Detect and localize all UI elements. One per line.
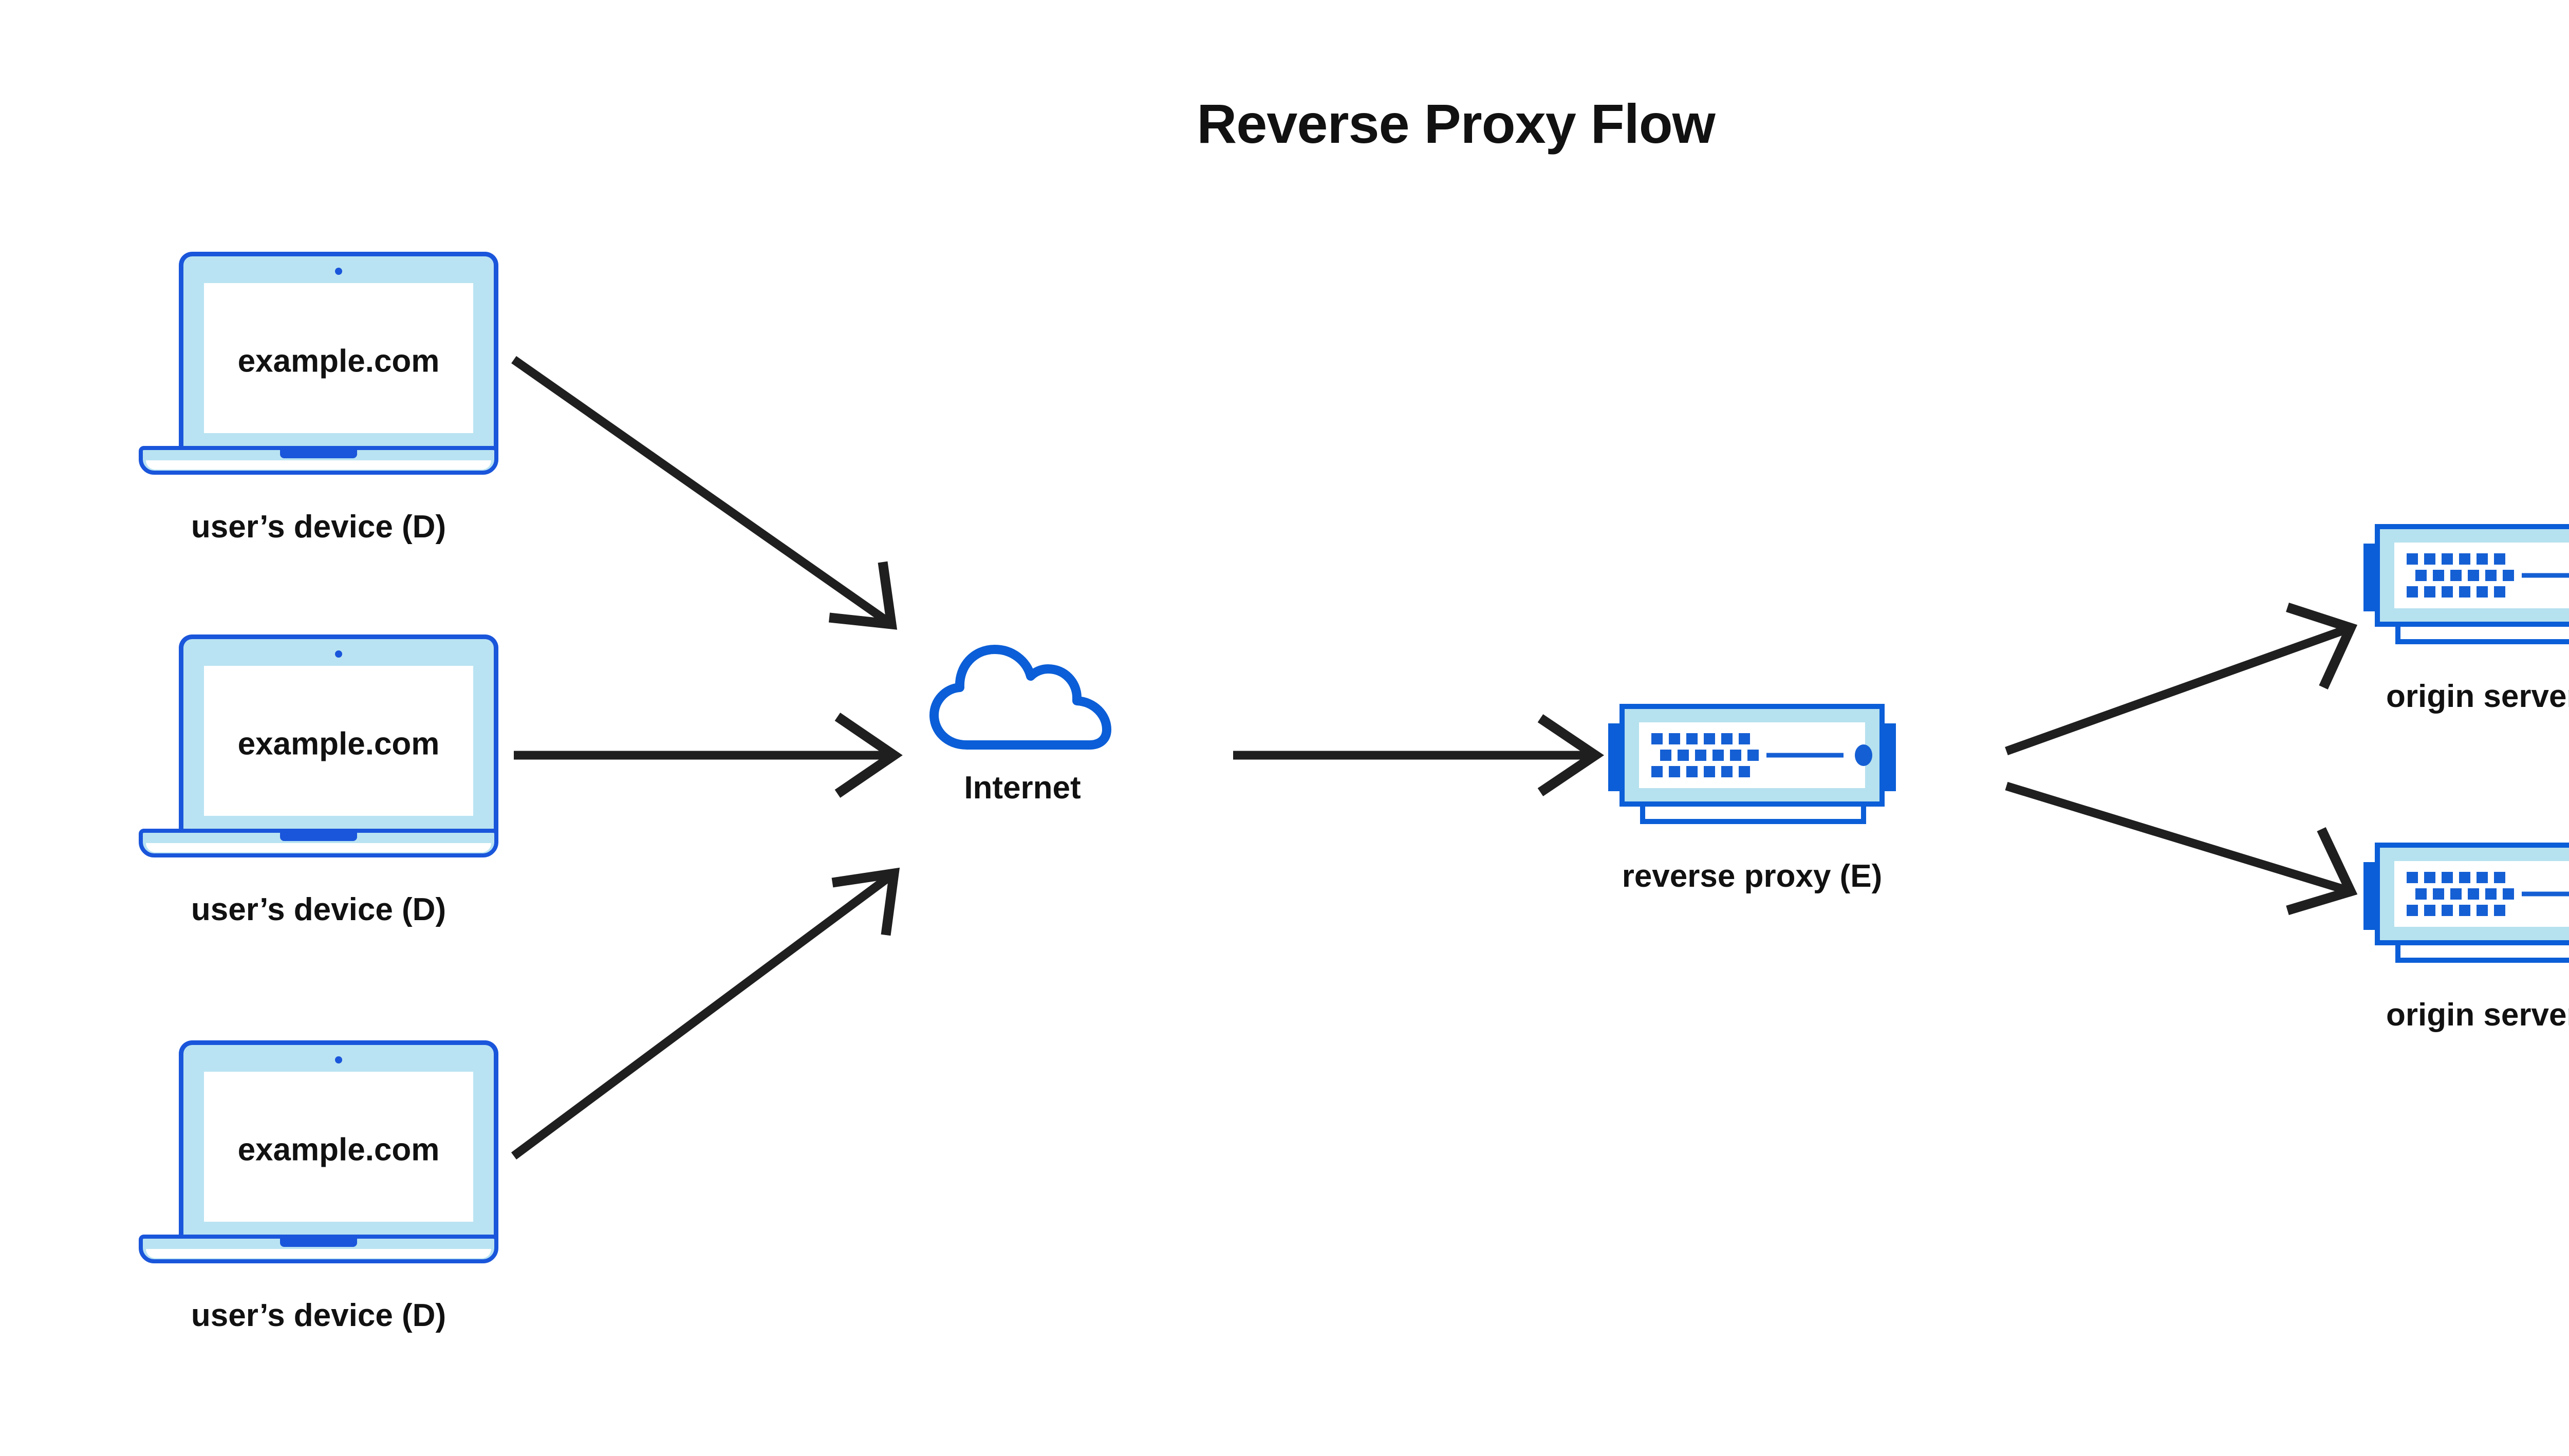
server-body — [1619, 704, 1885, 807]
server-status-line — [2522, 573, 2569, 578]
proxy-label: reverse proxy (E) — [1622, 858, 1883, 894]
laptop-screen: example.com — [204, 1072, 473, 1222]
screen-url-text: example.com — [237, 726, 440, 762]
screen-url-text: example.com — [237, 343, 440, 379]
page-title: Reverse Proxy Flow — [1197, 92, 1715, 155]
trackpad-notch — [280, 833, 357, 841]
node-origin-server-2[interactable]: origin server (F) — [2363, 843, 2569, 1033]
node-origin-server-1[interactable]: origin server (F) — [2363, 524, 2569, 714]
server-vent-dots — [2407, 872, 2514, 916]
laptop-lid: example.com — [179, 1040, 498, 1242]
server-status-line — [2522, 891, 2569, 897]
origin-label-1: origin server (F) — [2386, 679, 2569, 714]
laptop-icon: example.com — [139, 634, 498, 871]
server-icon — [2363, 524, 2569, 647]
node-user-device-1[interactable]: example.com user’s device (D) — [139, 252, 498, 545]
laptop-base — [139, 1235, 498, 1263]
server-icon — [1608, 704, 1896, 827]
laptop-icon: example.com — [139, 252, 498, 488]
server-led-icon — [1855, 744, 1872, 766]
laptop-lid: example.com — [179, 634, 498, 836]
internet-label: Internet — [964, 770, 1081, 806]
edge-device3-internet — [511, 867, 900, 1160]
laptop-base-lip — [146, 460, 491, 470]
server-panel — [1639, 722, 1872, 788]
trackpad-notch — [280, 450, 357, 458]
laptop-base — [139, 446, 498, 475]
server-panel — [2394, 861, 2569, 927]
laptop-icon: example.com — [139, 1040, 498, 1277]
device-label-2: user’s device (D) — [191, 892, 446, 927]
camera-dot-icon — [335, 268, 342, 275]
trackpad-notch — [280, 1239, 357, 1247]
screen-url-text: example.com — [237, 1132, 440, 1168]
laptop-screen: example.com — [204, 666, 473, 816]
camera-dot-icon — [335, 650, 342, 658]
device-label-3: user’s device (D) — [191, 1298, 446, 1333]
server-body — [2375, 843, 2569, 945]
server-vent-dots — [2407, 553, 2514, 598]
laptop-lid: example.com — [179, 252, 498, 453]
node-user-device-3[interactable]: example.com user’s device (D) — [139, 1040, 498, 1333]
edge-proxy-origin2 — [2005, 781, 2358, 916]
origin-label-2: origin server (F) — [2386, 997, 2569, 1033]
node-internet[interactable]: Internet — [920, 637, 1125, 806]
camera-dot-icon — [335, 1056, 342, 1063]
server-panel — [2394, 543, 2569, 608]
node-user-device-2[interactable]: example.com user’s device (D) — [139, 634, 498, 927]
laptop-base-lip — [146, 843, 491, 852]
edge-device1-internet — [511, 356, 898, 630]
cloud-icon — [920, 637, 1125, 760]
edge-proxy-origin1 — [2005, 602, 2358, 756]
edge-device2-internet — [514, 713, 903, 798]
edge-internet-proxy — [1233, 714, 1605, 796]
laptop-screen: example.com — [204, 283, 473, 433]
server-vent-dots — [1651, 733, 1759, 777]
laptop-base-lip — [146, 1249, 491, 1258]
node-reverse-proxy[interactable]: reverse proxy (E) — [1608, 704, 1896, 894]
device-label-1: user’s device (D) — [191, 509, 446, 545]
server-status-line — [1766, 753, 1844, 758]
server-body — [2375, 524, 2569, 627]
server-icon — [2363, 843, 2569, 966]
laptop-base — [139, 829, 498, 857]
